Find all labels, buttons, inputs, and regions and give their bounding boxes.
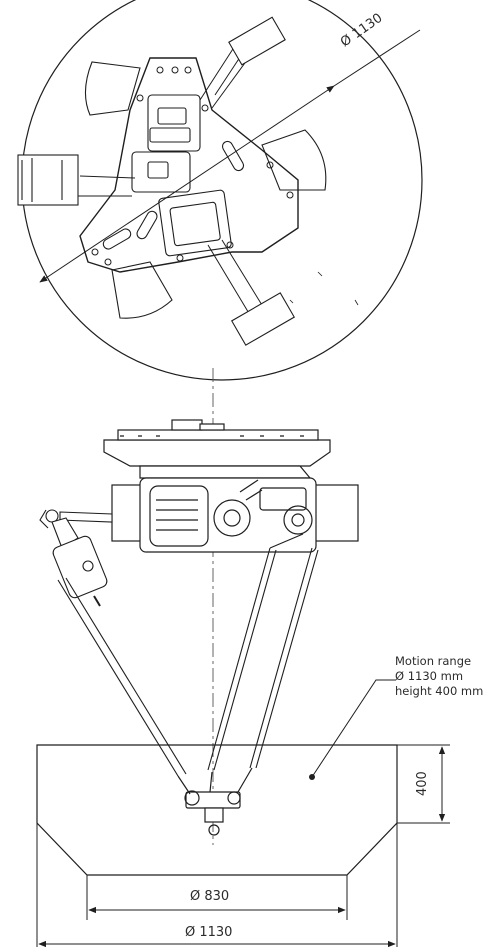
left-upper-arm [39, 509, 113, 529]
motion-range-callout: Motion range Ø 1130 mm height 400 mm [395, 654, 483, 699]
callout-leader [311, 679, 396, 778]
parallel-rods [57, 533, 319, 777]
callout-line-2: Ø 1130 mm [395, 669, 464, 683]
top-view-motion-circle [21, 0, 423, 381]
inner-diameter-label: Ø 830 [190, 889, 230, 904]
height-dimension-label: 400 [415, 771, 430, 796]
side-view [39, 419, 396, 836]
outer-diameter-label: Ø 1130 [185, 925, 233, 940]
robot-body [111, 465, 359, 553]
callout-line-1: Motion range [395, 654, 472, 668]
callout-line-3: height 400 mm [395, 684, 484, 698]
end-effector [177, 767, 253, 836]
left-link-motor [51, 517, 108, 607]
mounting-flange [103, 419, 331, 467]
top-view [17, 0, 423, 381]
paddle-arms [84, 61, 327, 319]
top-diameter-dimension [39, 85, 335, 283]
work-envelope [36, 744, 450, 947]
